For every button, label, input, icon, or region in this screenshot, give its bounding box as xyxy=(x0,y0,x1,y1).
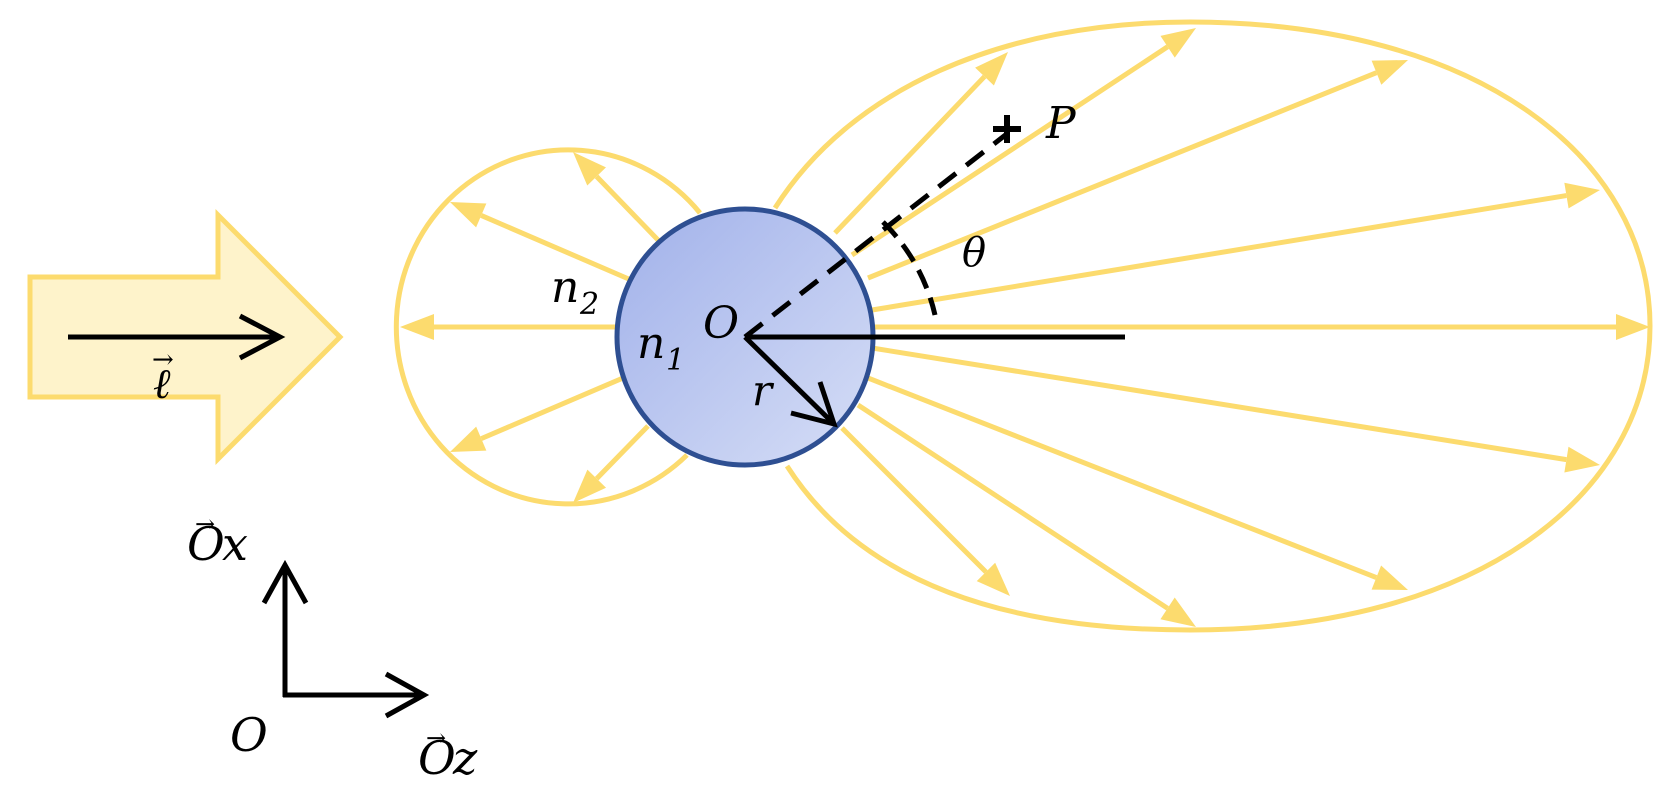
arrowhead-icon xyxy=(450,202,487,228)
observation-point-label: P xyxy=(1045,98,1077,149)
svg-text:n: n xyxy=(551,262,579,313)
arrowhead-icon xyxy=(1564,182,1600,209)
medium-outer-label: n 2 xyxy=(551,262,599,322)
svg-text:→: → xyxy=(426,724,446,752)
arrowhead-icon xyxy=(1160,28,1196,58)
scattering-angle-label: θ xyxy=(962,230,986,276)
arrowhead-icon xyxy=(573,469,607,503)
backward-scatter-arrow xyxy=(400,314,617,340)
forward-scatter-arrow xyxy=(867,375,1408,590)
arrowhead-icon xyxy=(1371,60,1408,85)
incident-vector-arrow-mark: → xyxy=(152,345,174,375)
scattering-angle-arc xyxy=(881,220,938,316)
forward-scatter-arrow xyxy=(840,426,1010,596)
forward-scatter-arrow xyxy=(856,402,1196,627)
svg-text:1: 1 xyxy=(666,343,685,378)
backward-scatter-arrow xyxy=(450,375,624,452)
radius-label: r xyxy=(752,366,775,415)
svg-text:O: O xyxy=(187,517,225,571)
z-axis-arrowhead-icon xyxy=(384,671,430,719)
forward-scatter-arrow xyxy=(833,52,1008,235)
forward-scatter-arrow xyxy=(871,182,1600,313)
arrowhead-icon xyxy=(1564,446,1600,473)
radius-arrowhead-icon xyxy=(790,381,838,428)
axes-origin-label: O xyxy=(230,708,268,762)
incident-vector-arrowhead-icon xyxy=(238,313,286,361)
svg-text:n: n xyxy=(637,318,665,369)
arrowhead-icon xyxy=(450,426,487,452)
arrowhead-icon xyxy=(975,52,1008,86)
arrowhead-icon xyxy=(1616,314,1650,340)
coordinate-axes: O x → O z → O xyxy=(187,510,478,785)
radius-line xyxy=(743,335,836,426)
forward-lobe-outline xyxy=(772,19,1653,633)
observation-point-plus-icon xyxy=(993,115,1021,143)
observation-direction-line xyxy=(743,131,1010,339)
forward-scattering-lobe xyxy=(772,19,1653,633)
arrowhead-icon xyxy=(1160,597,1196,627)
backward-lobe-arrows xyxy=(400,152,660,503)
backward-scatter-arrow xyxy=(573,152,660,242)
svg-text:2: 2 xyxy=(579,287,599,322)
arrowhead-icon xyxy=(573,152,606,186)
svg-text:O: O xyxy=(418,731,456,785)
center-label: O xyxy=(703,298,739,349)
arrowhead-icon xyxy=(400,314,434,340)
incident-beam: ℓ → xyxy=(27,208,344,466)
backward-scatter-arrow xyxy=(450,202,632,283)
z-axis-label: O z → xyxy=(418,724,478,785)
arrowhead-icon xyxy=(1371,565,1408,590)
svg-text:z: z xyxy=(452,731,478,785)
forward-scatter-arrow xyxy=(867,60,1408,281)
x-axis-arrowhead-icon xyxy=(261,559,309,605)
x-axis-label: O x → xyxy=(187,510,248,571)
svg-text:→: → xyxy=(195,510,215,538)
forward-scatter-arrow xyxy=(850,28,1196,258)
backward-scatter-arrow xyxy=(573,424,650,503)
medium-inner-label: n 1 xyxy=(637,318,685,378)
forward-scatter-arrow xyxy=(873,314,1650,340)
arrowhead-icon xyxy=(976,562,1010,596)
backward-lobe-outline xyxy=(393,147,702,507)
svg-text:x: x xyxy=(222,517,248,571)
backward-scattering-lobe xyxy=(393,147,702,507)
forward-lobe-arrows xyxy=(833,28,1650,627)
incident-vector-label: ℓ xyxy=(153,359,171,408)
forward-scatter-arrow xyxy=(871,345,1600,473)
